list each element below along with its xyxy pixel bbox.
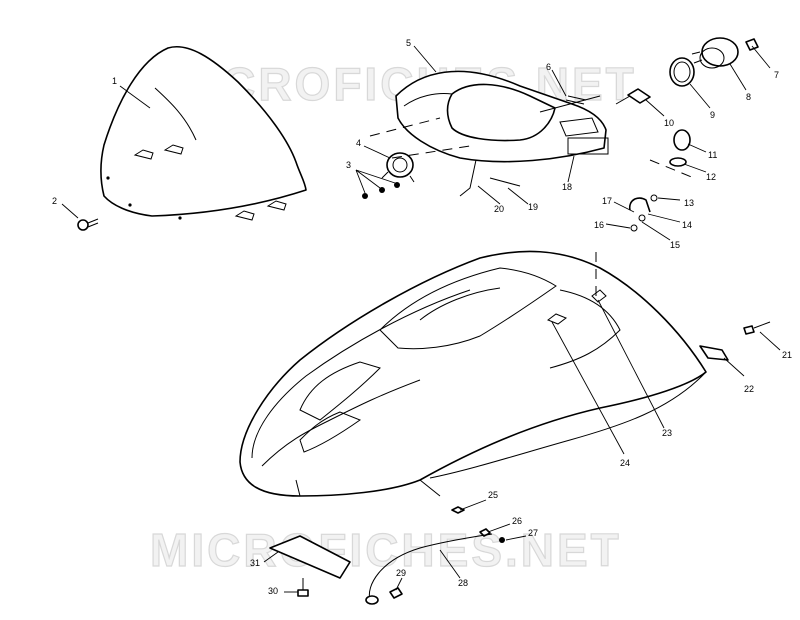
callout-11: 11 — [708, 150, 717, 160]
windshield — [100, 46, 307, 221]
cable-28 — [365, 533, 493, 605]
callout-28: 28 — [458, 578, 468, 588]
assembly-lines — [369, 117, 695, 300]
callout-12: 12 — [706, 172, 716, 182]
windshield-screw — [77, 218, 99, 231]
callout-labels: 1 2 3 4 5 6 7 8 9 10 11 12 13 14 15 16 1… — [52, 38, 792, 596]
knob — [673, 129, 691, 151]
callout-30: 30 — [268, 586, 278, 596]
callout-7: 7 — [774, 70, 779, 80]
callout-9: 9 — [710, 110, 715, 120]
o-ring — [669, 157, 687, 167]
watermark-bottom: MICROFICHES.NET — [150, 524, 622, 576]
callout-10: 10 — [664, 118, 674, 128]
callout-18: 18 — [562, 182, 572, 192]
plate-31 — [269, 535, 351, 579]
callout-3: 3 — [346, 160, 351, 170]
gauge-ring — [669, 57, 695, 87]
callout-23: 23 — [662, 428, 672, 438]
clip-29 — [389, 587, 403, 599]
callout-29: 29 — [396, 568, 406, 578]
dash-console — [395, 70, 609, 163]
callout-25: 25 — [488, 490, 498, 500]
decal-18 — [567, 137, 609, 155]
callout-6: 6 — [546, 62, 551, 72]
rod-6 — [565, 95, 587, 105]
gauge — [691, 37, 739, 69]
callout-2: 2 — [52, 196, 57, 206]
callout-19: 19 — [528, 202, 538, 212]
bolt-30 — [297, 578, 309, 597]
callout-16: 16 — [594, 220, 604, 230]
bracket-22 — [699, 345, 729, 361]
fasteners-lower — [451, 506, 505, 543]
switch — [615, 88, 651, 105]
callout-5: 5 — [406, 38, 411, 48]
wires — [459, 159, 521, 197]
callout-17: 17 — [602, 196, 612, 206]
callout-15: 15 — [670, 240, 680, 250]
clip-group — [628, 194, 658, 232]
gauge-bracket — [381, 152, 415, 183]
callout-22: 22 — [744, 384, 754, 394]
callout-26: 26 — [512, 516, 522, 526]
callout-13: 13 — [684, 198, 694, 208]
callout-8: 8 — [746, 92, 751, 102]
callout-1: 1 — [112, 76, 117, 86]
callout-4: 4 — [356, 138, 361, 148]
bulb — [745, 38, 759, 51]
callout-27: 27 — [528, 528, 538, 538]
washer-nuts — [362, 182, 400, 199]
leader-lines — [61, 45, 781, 593]
callout-24: 24 — [620, 458, 630, 468]
callout-20: 20 — [494, 204, 504, 214]
rivet-21 — [743, 321, 771, 335]
callout-14: 14 — [682, 220, 692, 230]
callout-21: 21 — [782, 350, 792, 360]
callout-31: 31 — [250, 558, 260, 568]
